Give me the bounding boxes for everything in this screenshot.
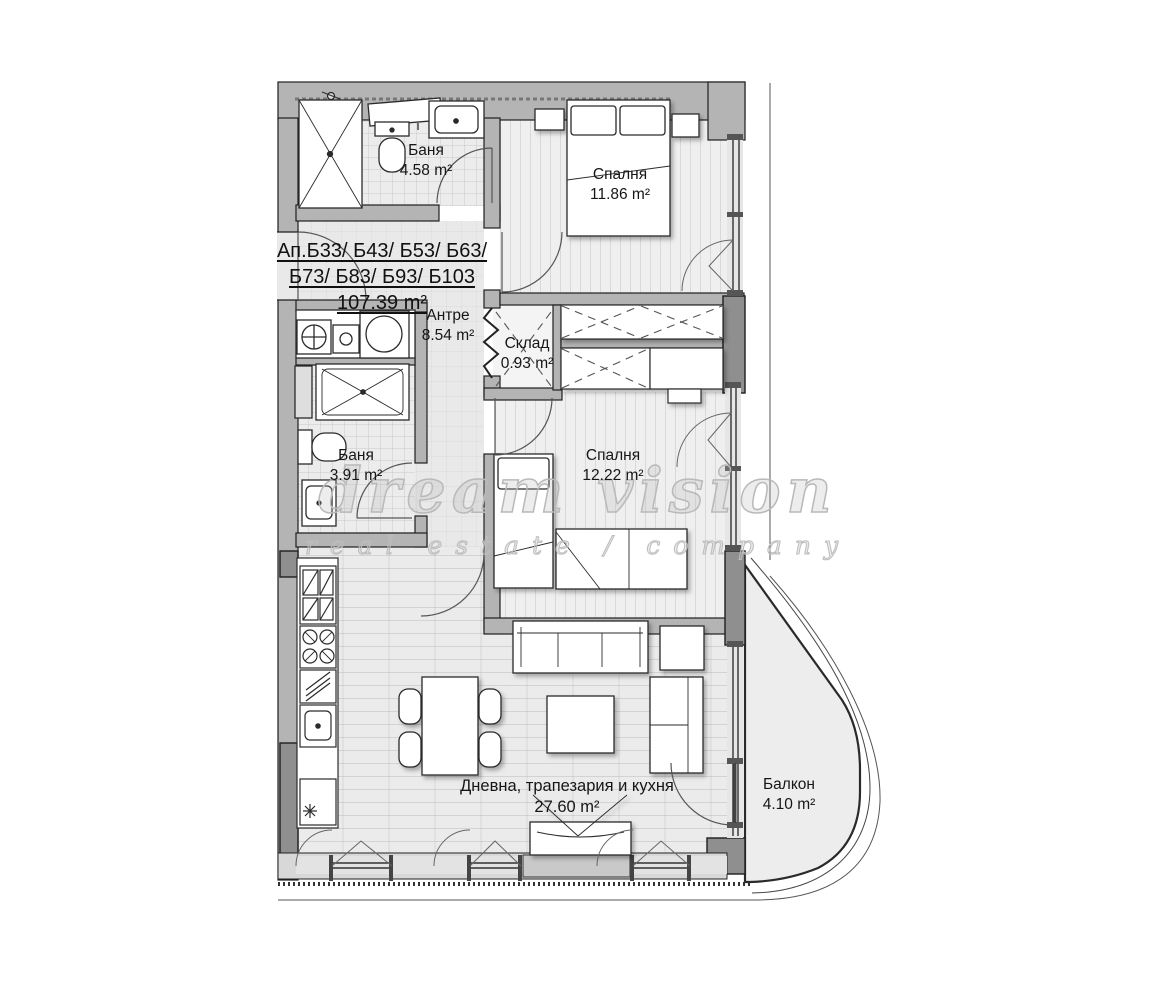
room-label-bathroom-1: Баня 4.58 m²: [399, 142, 453, 179]
room-label-hallway: Антре 8.54 m²: [421, 307, 475, 344]
bottom-window-band: [277, 852, 750, 886]
room-label-living: Дневна, трапезария и кухня 27.60 m²: [460, 777, 674, 816]
room-label-balcony: Балкон 4.10 m²: [762, 776, 816, 813]
bathroom-2-floor: [296, 312, 415, 533]
apartment-numbers-line1: Ап.Б33/ Б43/ Б53/ Б63/: [276, 240, 488, 262]
room-label-bedroom-2: Спалня 12.22 m²: [582, 447, 644, 484]
room-label-bedroom-1: Спалня 11.86 m²: [589, 166, 651, 203]
living-floor-main: [296, 634, 727, 855]
apartment-title: Ап.Б33/ Б43/ Б53/ Б63/ Б73/ Б83/ Б93/ Б1…: [277, 238, 487, 316]
room-label-bathroom-2: Баня 3.91 m²: [329, 447, 383, 484]
bedroom-2-floor: [495, 392, 727, 618]
living-floor-upper: [296, 547, 484, 634]
apartment-numbers-line2: Б73/ Б83/ Б93/ Б103: [289, 266, 475, 288]
wardrobes: [560, 304, 724, 404]
bathroom-1-floor: [296, 120, 484, 206]
room-label-storage: Склад 0.93 m²: [500, 335, 554, 372]
bedroom-1-floor: [500, 120, 733, 293]
